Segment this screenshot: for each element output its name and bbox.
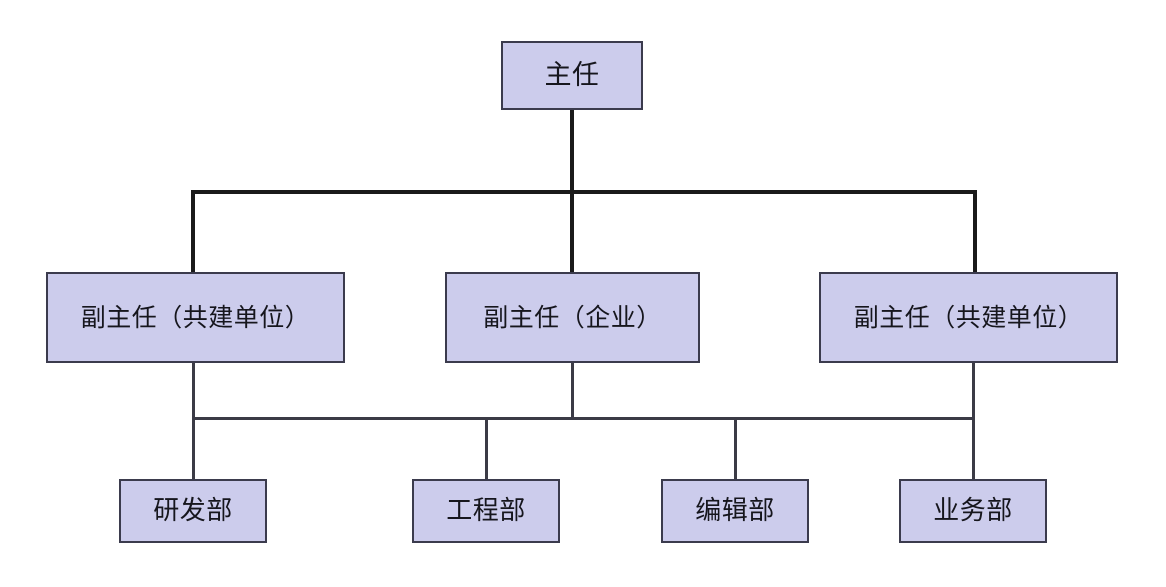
node-deputy-company[interactable]: 副主任（企业） xyxy=(445,272,700,363)
connector-level2-bus xyxy=(192,417,975,420)
node-dept-business[interactable]: 业务部 xyxy=(899,479,1047,543)
connector-drop-deputy-left xyxy=(191,190,195,274)
connector-drop-deputy-right xyxy=(973,190,977,274)
node-dept-eng-label: 工程部 xyxy=(446,496,526,526)
connector-drop-dept-eng xyxy=(485,417,488,479)
node-dept-rd-label: 研发部 xyxy=(153,496,233,526)
node-deputy-joint-right[interactable]: 副主任（共建单位） xyxy=(819,272,1118,363)
node-dept-eng[interactable]: 工程部 xyxy=(412,479,560,543)
connector-drop-dept-rd xyxy=(192,417,195,479)
node-deputy-joint-left[interactable]: 副主任（共建单位） xyxy=(46,272,345,363)
node-deputy-company-label: 副主任（企业） xyxy=(483,303,662,332)
node-dept-editorial-label: 编辑部 xyxy=(695,496,775,526)
connector-drop-deputy-center xyxy=(570,190,574,274)
connector-stem-deputy-right xyxy=(972,362,975,420)
connector-director-stem xyxy=(570,110,574,194)
node-director[interactable]: 主任 xyxy=(501,41,643,110)
connector-level1-bus xyxy=(191,190,977,194)
node-deputy-joint-left-label: 副主任（共建单位） xyxy=(80,303,311,332)
connector-stem-deputy-left xyxy=(192,362,195,420)
node-dept-business-label: 业务部 xyxy=(933,496,1013,526)
node-deputy-joint-right-label: 副主任（共建单位） xyxy=(853,303,1084,332)
node-dept-editorial[interactable]: 编辑部 xyxy=(661,479,809,543)
connector-drop-dept-business xyxy=(972,417,975,479)
connector-stem-deputy-center xyxy=(571,362,574,420)
connector-drop-dept-editorial xyxy=(734,417,737,479)
node-dept-rd[interactable]: 研发部 xyxy=(119,479,267,543)
node-director-label: 主任 xyxy=(544,60,600,91)
